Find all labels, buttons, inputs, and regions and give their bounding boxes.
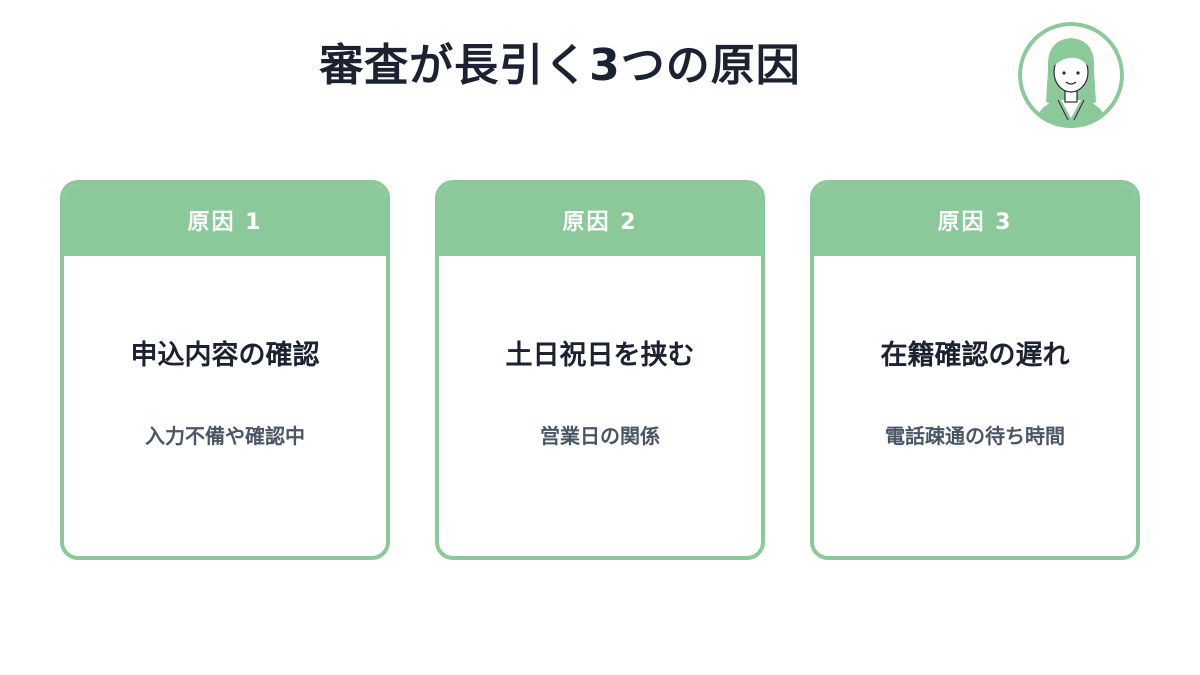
- card-label: 原因 3: [814, 184, 1136, 256]
- card-label: 原因 1: [64, 184, 386, 256]
- page-title: 審査が長引く3つの原因: [319, 40, 801, 91]
- card-label: 原因 2: [439, 184, 761, 256]
- card-cause-1: 原因 1 申込内容の確認 入力不備や確認中: [60, 180, 390, 560]
- card-description: 入力不備や確認中: [145, 424, 305, 448]
- card-heading: 土日祝日を挟む: [505, 340, 695, 371]
- card-cause-3: 原因 3 在籍確認の遅れ 電話疎通の待ち時間: [810, 180, 1140, 560]
- avatar: [1018, 22, 1124, 128]
- card-heading: 申込内容の確認: [130, 340, 320, 371]
- woman-avatar-icon: [1018, 22, 1124, 128]
- card-cause-2: 原因 2 土日祝日を挟む 営業日の関係: [435, 180, 765, 560]
- card-description: 営業日の関係: [540, 424, 660, 448]
- card-heading: 在籍確認の遅れ: [880, 340, 1070, 371]
- card-description: 電話疎通の待ち時間: [885, 424, 1065, 448]
